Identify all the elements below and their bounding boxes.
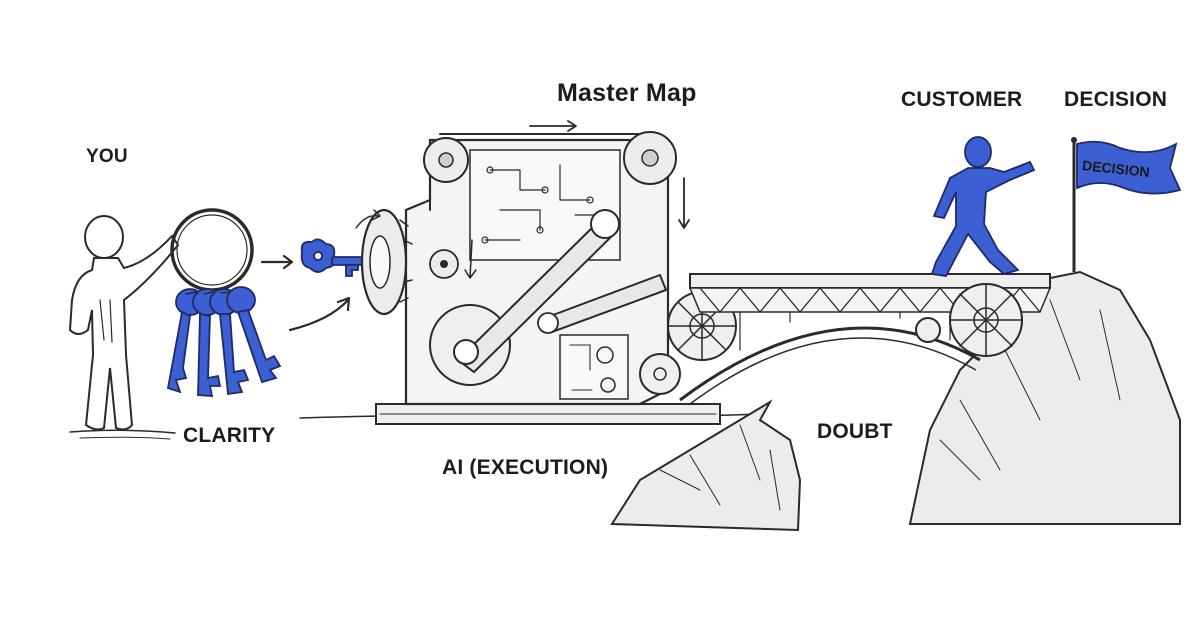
arrow-icon [260, 254, 351, 332]
label-clarity: CLARITY [183, 424, 276, 447]
label-master-map: Master Map [557, 79, 697, 107]
label-doubt: DOUBT [817, 420, 893, 443]
person-you-icon [68, 215, 180, 431]
label-ai-execution: AI (EXECUTION) [442, 456, 609, 479]
machine-icon [355, 120, 737, 425]
label-decision: DECISION [1064, 88, 1168, 111]
flag-icon: DECISION [1071, 137, 1182, 272]
label-customer: CUSTOMER [901, 88, 1023, 111]
flag-label: DECISION [1081, 157, 1150, 180]
label-you: YOU [86, 146, 128, 167]
cliffs [610, 270, 1181, 532]
key-ring-icon [166, 208, 282, 397]
person-customer-icon [930, 136, 1036, 277]
bridge-icon [679, 273, 1052, 405]
